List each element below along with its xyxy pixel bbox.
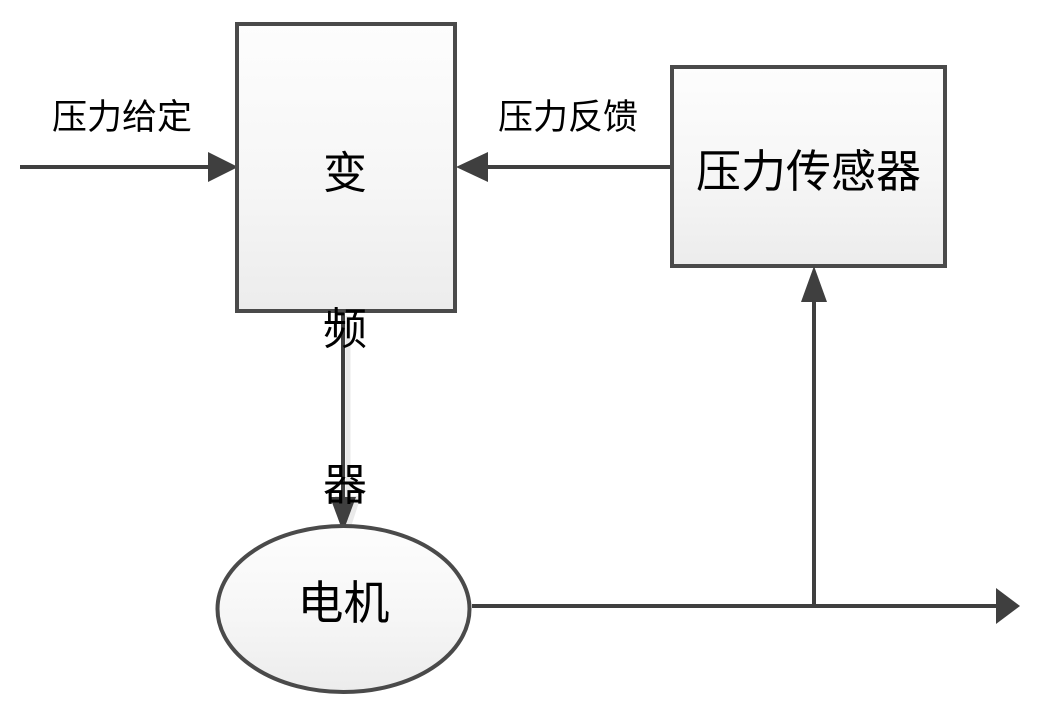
edge-pressure-feedback [456,152,672,182]
node-motor[interactable] [215,524,472,694]
node-variable-frequency-drive[interactable] [235,22,457,313]
node-pressure-sensor[interactable] [670,65,947,268]
sensor-box[interactable] [670,65,947,268]
edge-output-to-sensor [801,266,827,606]
edge-pressure-setpoint [20,152,238,182]
sensor-tap-arrowhead-icon [801,266,827,302]
motor-output-arrowhead-icon [996,588,1020,624]
edge-motor-output [472,588,1020,624]
motor-ellipse[interactable] [215,524,472,694]
setpoint-arrowhead-icon [208,152,238,182]
vfd-box[interactable] [235,22,457,313]
drive-to-motor-arrowhead-icon [330,497,356,532]
feedback-arrowhead-icon [456,152,488,182]
edge-drive-to-motor [330,311,361,536]
